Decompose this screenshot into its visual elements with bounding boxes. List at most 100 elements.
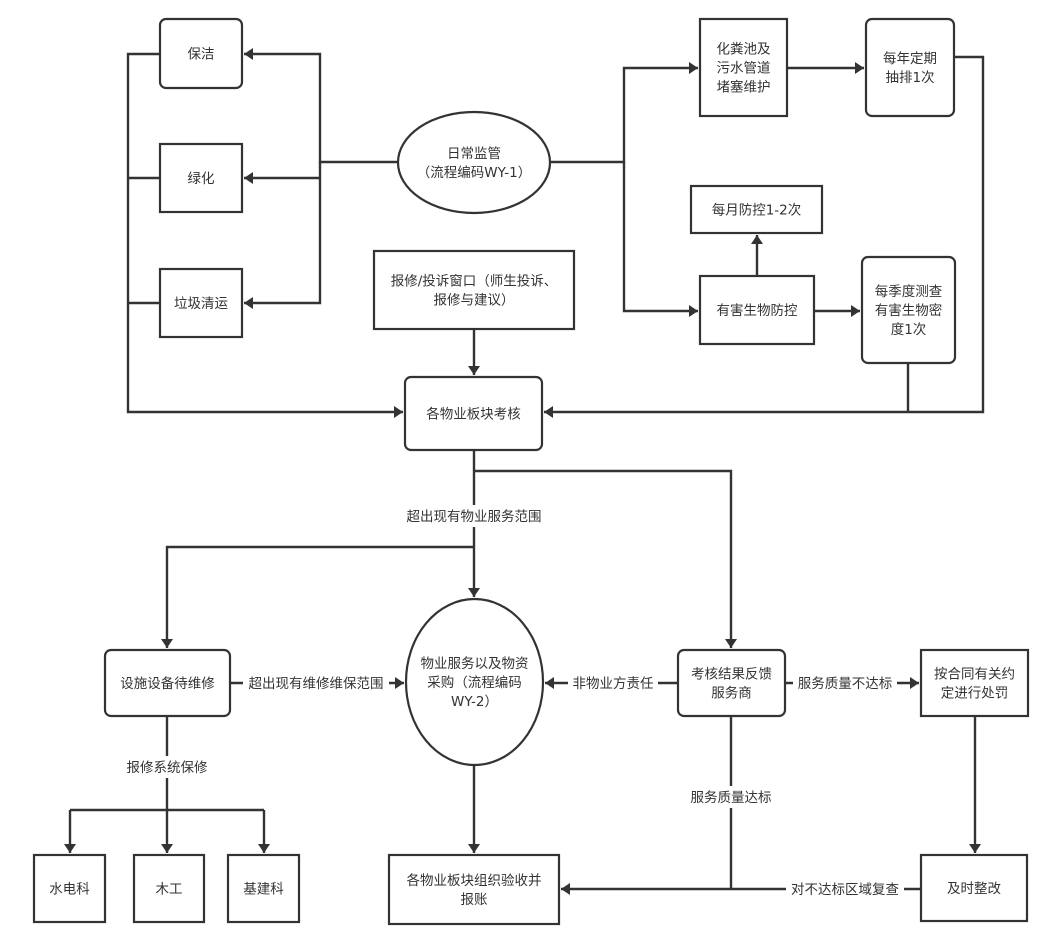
node-label: 及时整改 <box>947 881 1001 897</box>
arrowhead-icon <box>258 844 270 853</box>
node-label: 垃圾清运 <box>174 296 228 312</box>
edge-label-text: 服务质量达标 <box>691 790 772 806</box>
arrowhead-icon <box>395 677 404 689</box>
node-label: 木工 <box>156 882 183 898</box>
edge-right-group-to-assess <box>544 55 985 418</box>
node-label: 抽排1次 <box>885 70 934 86</box>
node-cleaning[interactable]: 保洁 <box>158 17 244 90</box>
box-shape <box>919 853 1029 923</box>
node-report[interactable]: 报修/投诉窗口（师生投诉、报修与建议） <box>372 249 576 331</box>
connector-line <box>165 545 474 648</box>
node-daily[interactable]: 日常监管（流程编码WY-1） <box>396 110 552 215</box>
edge-label-background <box>793 672 897 694</box>
node-label: WY-2） <box>451 694 498 710</box>
edge-label-text: 报修系统保修 <box>127 760 208 776</box>
edge-label-background <box>786 878 904 900</box>
edge-label: 对不达标区域复查 <box>786 878 904 900</box>
node-label: 服务商 <box>711 686 752 702</box>
arrowhead-icon <box>468 588 480 597</box>
node-label: 每季度测查 <box>875 284 943 300</box>
arrowhead-icon <box>851 305 860 317</box>
edge-label-background <box>401 505 547 527</box>
rounded-box-shape <box>860 255 957 365</box>
arrowhead-icon <box>64 844 76 853</box>
edge-daily-to-garbage <box>244 162 322 309</box>
edge-label: 非物业方责任 <box>568 672 658 694</box>
edge-left-group-to-assess <box>126 52 403 418</box>
node-label: 每年定期 <box>883 51 937 67</box>
edge-pest-to-quarterly <box>814 305 860 317</box>
edge-label: 超出现有物业服务范围 <box>401 505 547 527</box>
edge-label-background <box>686 786 776 808</box>
node-label: 物业服务以及物资 <box>421 656 529 672</box>
nodes-layer: 日常监管（流程编码WY-1）保洁绿化垃圾清运化粪池及污水管道堵塞维护每年定期抽排… <box>32 17 1030 926</box>
box-shape <box>919 648 1030 718</box>
arrowhead-icon <box>969 844 981 853</box>
connector-line <box>544 55 985 414</box>
box-shape <box>689 184 824 235</box>
arrowhead-icon <box>468 366 480 375</box>
edge-label-background <box>243 672 389 694</box>
box-shape <box>226 853 301 924</box>
edge-label-background <box>122 756 212 778</box>
edge-procure-to-accept <box>468 765 480 853</box>
arrowhead-icon <box>468 844 480 853</box>
node-label: 设施设备待维修 <box>120 675 215 692</box>
connector-line <box>474 469 733 648</box>
edge-facility-to-depts <box>64 716 270 853</box>
arrowhead-icon <box>244 48 253 60</box>
node-pest[interactable]: 有害生物防控 <box>698 274 816 346</box>
node-label: 堵塞维护 <box>717 79 771 96</box>
edge-penalty-to-rectify <box>969 716 981 853</box>
node-plumbing[interactable]: 水电科 <box>32 853 107 924</box>
arrowhead-icon <box>244 297 253 309</box>
node-label: 绿化 <box>188 171 215 187</box>
arrowhead-icon <box>751 235 763 244</box>
arrowhead-icon <box>545 677 554 689</box>
rounded-box-shape <box>158 17 244 90</box>
arrowhead-icon <box>725 639 737 648</box>
edge-label-text: 超出现有物业服务范围 <box>407 509 542 525</box>
node-label: 保洁 <box>188 47 215 63</box>
edge-label-text: 服务质量不达标 <box>798 676 893 692</box>
box-shape <box>32 853 107 924</box>
connector-line <box>126 52 403 414</box>
edges-layer <box>64 48 985 895</box>
node-label: 报账 <box>461 892 488 908</box>
node-construction[interactable]: 基建科 <box>226 853 301 924</box>
edge-assess-to-facility <box>161 545 474 648</box>
connector-line <box>244 52 398 164</box>
node-garbage[interactable]: 垃圾清运 <box>158 267 244 339</box>
node-label: 有害生物密 <box>875 302 943 319</box>
node-label: 按合同有关约 <box>934 667 1015 683</box>
ellipse-shape <box>404 597 545 767</box>
arrowhead-icon <box>161 639 173 648</box>
node-greening[interactable]: 绿化 <box>158 142 244 214</box>
node-label: 各物业板块考核 <box>426 407 521 423</box>
node-label: 化粪池及 <box>717 42 771 58</box>
node-rectify[interactable]: 及时整改 <box>919 853 1029 923</box>
rounded-box-shape <box>403 375 544 452</box>
node-label: 基建科 <box>243 881 284 898</box>
edge-label-text: 非物业方责任 <box>573 676 654 692</box>
node-assess[interactable]: 各物业板块考核 <box>403 375 544 452</box>
node-monthly[interactable]: 每月防控1-2次 <box>689 184 824 235</box>
connector-line <box>550 66 698 164</box>
node-facility[interactable]: 设施设备待维修 <box>103 648 232 718</box>
node-carpentry[interactable]: 木工 <box>132 853 206 924</box>
edge-label: 报修系统保修 <box>122 756 212 778</box>
rounded-box-shape <box>676 648 787 718</box>
connector-line <box>244 162 322 305</box>
node-label: 各物业板块组织验收并 <box>407 873 542 889</box>
edge-label-text: 对不达标区域复查 <box>791 881 899 898</box>
node-label: （流程编码WY-1） <box>417 165 531 181</box>
arrowhead-icon <box>161 844 173 853</box>
